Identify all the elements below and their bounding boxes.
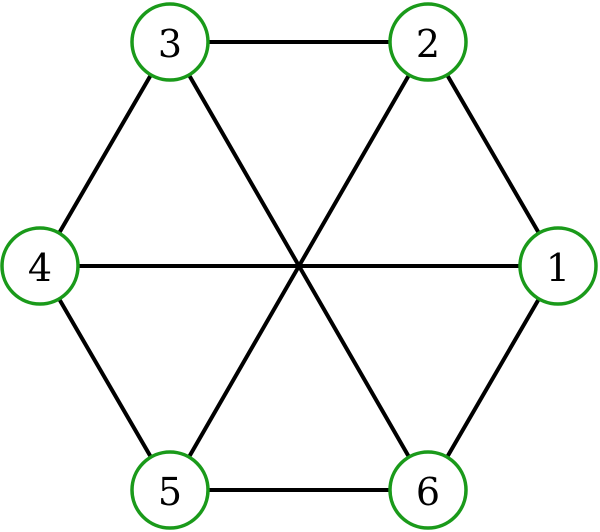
node-circle — [388, 2, 468, 82]
node-label: 6 — [416, 470, 440, 514]
edge-3-6 — [168, 41, 430, 491]
node-circle — [130, 2, 210, 82]
edge-6-1 — [426, 264, 560, 492]
node-5: 5 — [130, 450, 210, 530]
node-2: 2 — [388, 2, 468, 82]
node-circle — [0, 226, 80, 306]
node-label: 4 — [28, 246, 52, 290]
node-1: 1 — [518, 226, 598, 306]
edge-4-5 — [38, 264, 172, 492]
node-6: 6 — [388, 450, 468, 530]
edge-1-2 — [426, 40, 560, 268]
node-label: 5 — [158, 470, 182, 514]
node-circle — [130, 450, 210, 530]
node-circle — [518, 226, 598, 306]
node-label: 3 — [158, 22, 182, 66]
edges-layer — [38, 40, 560, 492]
node-circle — [388, 450, 468, 530]
node-3: 3 — [130, 2, 210, 82]
edge-3-4 — [38, 40, 172, 268]
node-4: 4 — [0, 226, 80, 306]
node-label: 2 — [416, 22, 440, 66]
node-label: 1 — [546, 246, 570, 290]
